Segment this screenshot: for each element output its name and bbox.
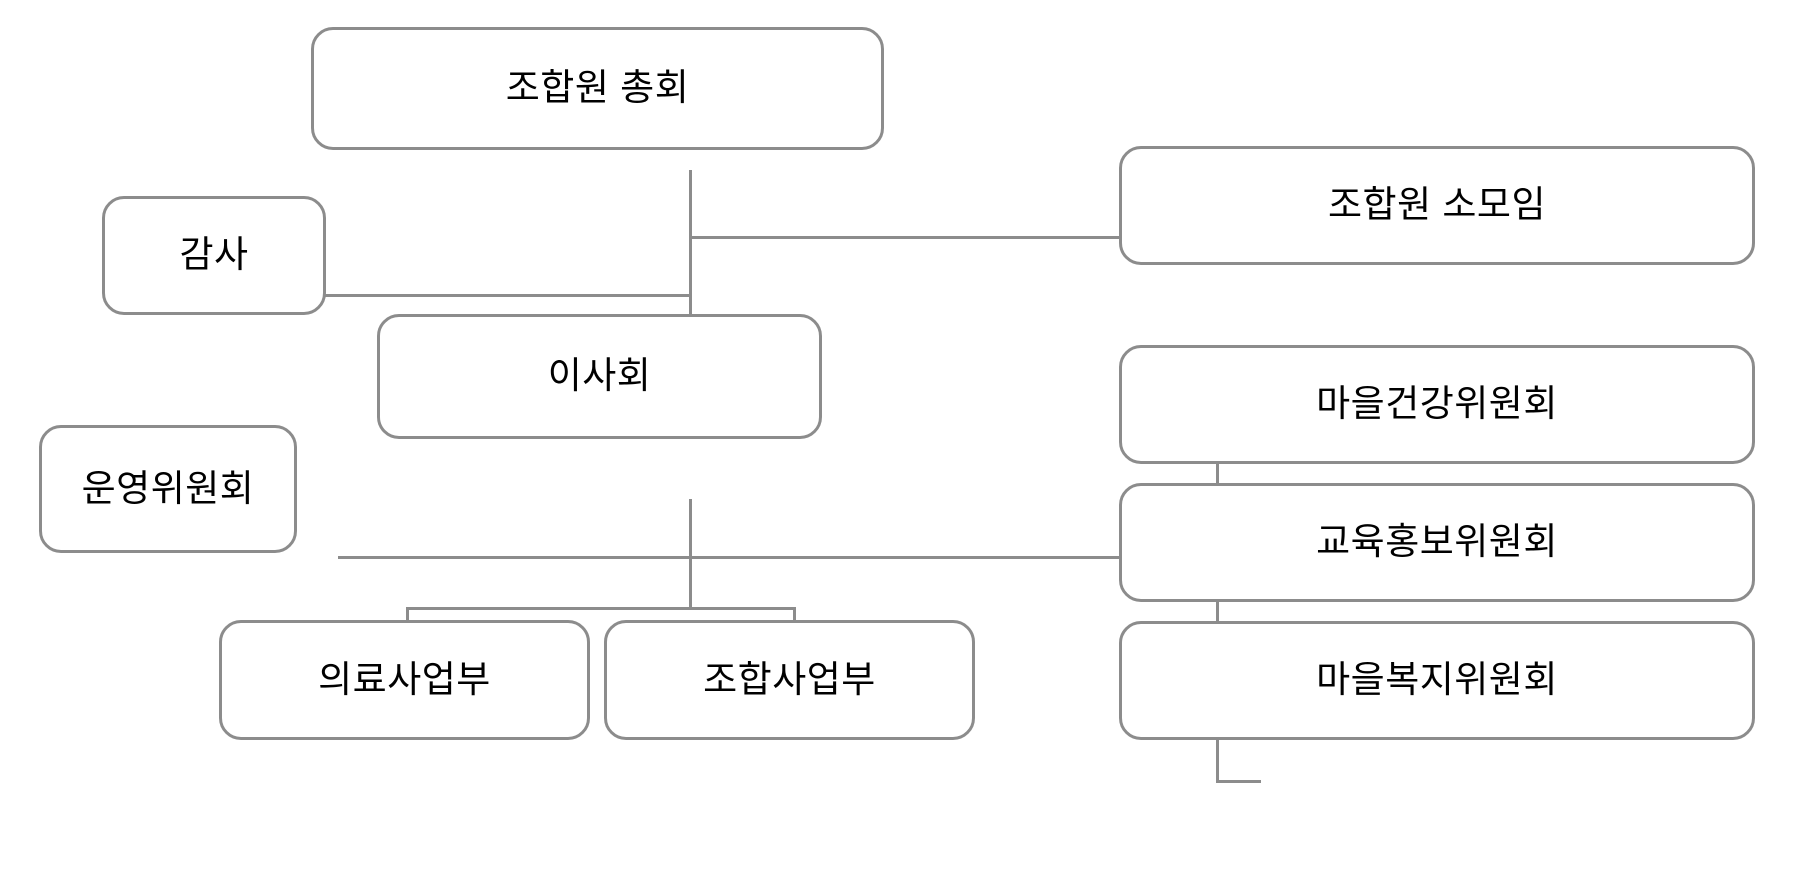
node-coop-business-dept[interactable]: 조합사업부 [604,620,975,740]
node-auditor[interactable]: 감사 [102,196,326,315]
node-village-health-committee[interactable]: 마을건강위원회 [1119,345,1755,464]
node-medical-business-dept-label: 의료사업부 [318,658,491,700]
node-member-groups[interactable]: 조합원 소모임 [1119,146,1755,265]
node-village-welfare-committee[interactable]: 마을복지위원회 [1119,621,1755,740]
node-board-of-directors-label: 이사회 [547,355,652,397]
node-general-meeting-label: 조합원 총회 [505,67,690,109]
node-coop-business-dept-label: 조합사업부 [703,658,876,700]
node-education-pr-committee-label: 교육홍보위원회 [1316,521,1558,563]
node-steering-committee-label: 운영위원회 [81,467,255,509]
node-board-of-directors[interactable]: 이사회 [377,314,822,439]
connector-trunk-main [689,170,692,360]
node-education-pr-committee[interactable]: 교육홍보위원회 [1119,483,1755,602]
node-village-welfare-committee-label: 마을복지위원회 [1316,659,1558,701]
node-auditor-label: 감사 [179,234,249,276]
connector-board-to-steering-committee [338,556,1218,559]
connector-spine-to-village-welfare-committee [1216,780,1261,783]
node-steering-committee[interactable]: 운영위원회 [39,425,297,553]
node-medical-business-dept[interactable]: 의료사업부 [219,620,590,740]
node-village-health-committee-label: 마을건강위원회 [1316,383,1558,425]
connector-trunk-board [689,499,692,609]
connector-departments-bar [406,607,796,610]
node-member-groups-label: 조합원 소모임 [1327,184,1547,226]
node-general-meeting[interactable]: 조합원 총회 [311,27,884,150]
connector-general-meeting-to-auditor [324,294,691,297]
connector-general-meeting-to-member-groups [689,236,1282,239]
